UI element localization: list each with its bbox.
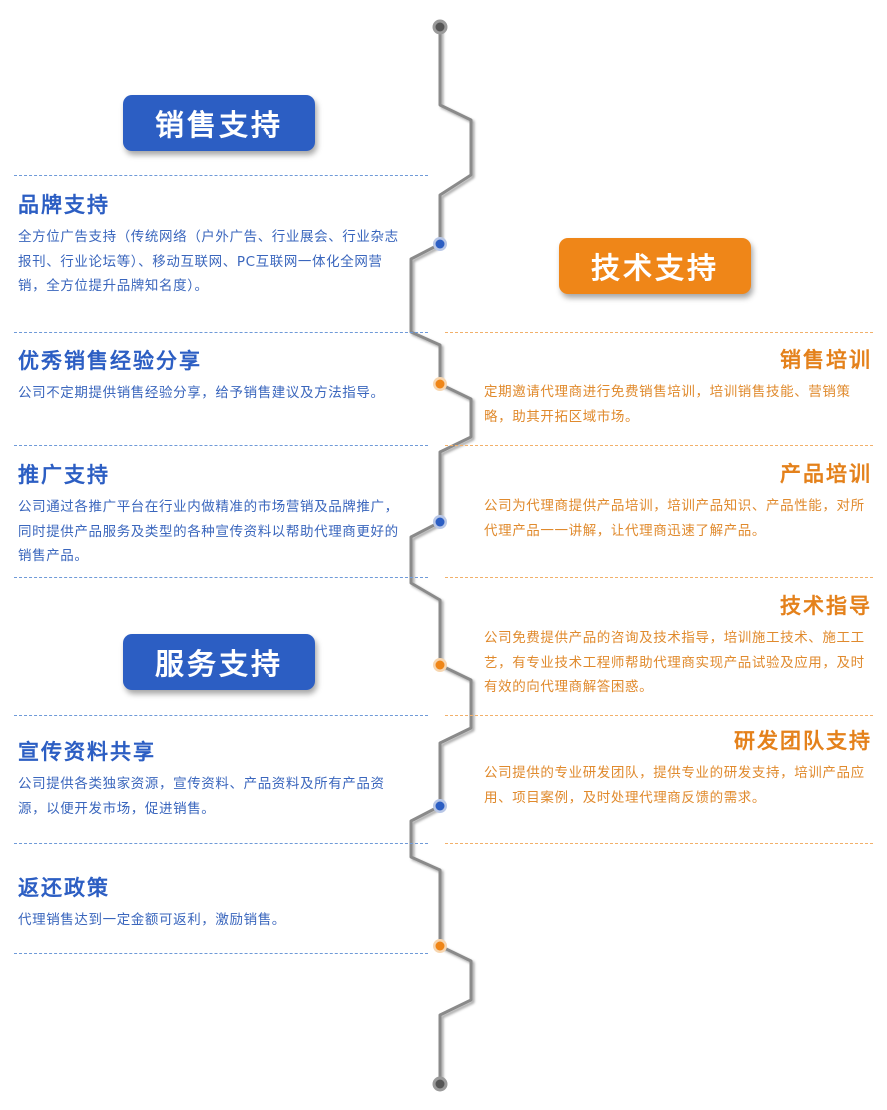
item-title: 产品培训 — [780, 462, 872, 486]
material-sharing-item: 宣传资料共享 公司提供各类独家资源，宣传资料、产品资料及所有产品资源，以便开发市… — [18, 738, 410, 821]
divider — [14, 843, 428, 844]
promotion-support-item: 推广支持 公司通过各推广平台在行业内做精准的市场营销及品牌推广，同时提供产品服务… — [18, 461, 410, 569]
service-support-badge: 服务支持 — [123, 634, 315, 690]
item-title: 返还政策 — [18, 876, 110, 900]
divider — [14, 175, 428, 176]
item-text: 公司提供各类独家资源，宣传资料、产品资料及所有产品资源，以便开发市场，促进销售。 — [18, 776, 385, 817]
sales-experience-item: 优秀销售经验分享 公司不定期提供销售经验分享，给予销售建议及方法指导。 — [18, 347, 410, 406]
orange-dot-icon — [433, 939, 447, 953]
divider — [14, 445, 428, 446]
item-title: 推广支持 — [18, 463, 110, 487]
item-title: 宣传资料共享 — [18, 740, 156, 764]
blue-dot-icon — [433, 237, 447, 251]
item-text: 公司免费提供产品的咨询及技术指导，培训施工技术、施工工艺，有专业技术工程师帮助代… — [484, 630, 865, 695]
item-text: 公司通过各推广平台在行业内做精准的市场营销及品牌推广，同时提供产品服务及类型的各… — [18, 499, 399, 564]
divider — [445, 843, 873, 844]
divider — [14, 332, 428, 333]
tech-support-badge: 技术支持 — [559, 238, 751, 294]
divider — [445, 332, 873, 333]
divider — [445, 445, 873, 446]
sales-support-badge: 销售支持 — [123, 95, 315, 151]
blue-dot-icon — [433, 515, 447, 529]
orange-dot-icon — [433, 377, 447, 391]
rebate-policy-item: 返还政策 代理销售达到一定金额可返利，激励销售。 — [18, 874, 410, 933]
brand-support-item: 品牌支持 全方位广告支持（传统网络（户外广告、行业展会、行业杂志报刊、行业论坛等… — [18, 191, 410, 299]
tech-guidance-item: 技术指导 公司免费提供产品的咨询及技术指导，培训施工技术、施工工艺，有专业技术工… — [484, 592, 872, 700]
product-training-item: 产品培训 公司为代理商提供产品培训，培训产品知识、产品性能，对所代理产品一一讲解… — [484, 460, 872, 543]
divider — [14, 953, 428, 954]
item-title: 技术指导 — [780, 594, 872, 618]
item-text: 公司不定期提供销售经验分享，给予销售建议及方法指导。 — [18, 385, 385, 401]
bottom-cap-icon — [432, 1076, 448, 1092]
divider — [445, 715, 873, 716]
item-title: 品牌支持 — [18, 193, 110, 217]
item-text: 全方位广告支持（传统网络（户外广告、行业展会、行业杂志报刊、行业论坛等）、移动互… — [18, 229, 399, 294]
item-title: 研发团队支持 — [734, 729, 872, 753]
orange-dot-icon — [433, 658, 447, 672]
sales-training-item: 销售培训 定期邀请代理商进行免费销售培训，培训销售技能、营销策略，助其开拓区域市… — [484, 346, 872, 429]
item-text: 公司为代理商提供产品培训，培训产品知识、产品性能，对所代理产品一一讲解，让代理商… — [484, 498, 865, 539]
top-cap-icon — [432, 19, 448, 35]
item-title: 优秀销售经验分享 — [18, 349, 202, 373]
item-text: 定期邀请代理商进行免费销售培训，培训销售技能、营销策略，助其开拓区域市场。 — [484, 384, 851, 425]
item-text: 公司提供的专业研发团队，提供专业的研发支持，培训产品应用、项目案例，及时处理代理… — [484, 765, 865, 806]
divider — [14, 577, 428, 578]
item-title: 销售培训 — [780, 348, 872, 372]
rd-team-item: 研发团队支持 公司提供的专业研发团队，提供专业的研发支持，培训产品应用、项目案例… — [484, 727, 872, 810]
timeline-line — [409, 27, 473, 1084]
divider — [445, 577, 873, 578]
divider — [14, 715, 428, 716]
blue-dot-icon — [433, 799, 447, 813]
item-text: 代理销售达到一定金额可返利，激励销售。 — [18, 912, 286, 928]
